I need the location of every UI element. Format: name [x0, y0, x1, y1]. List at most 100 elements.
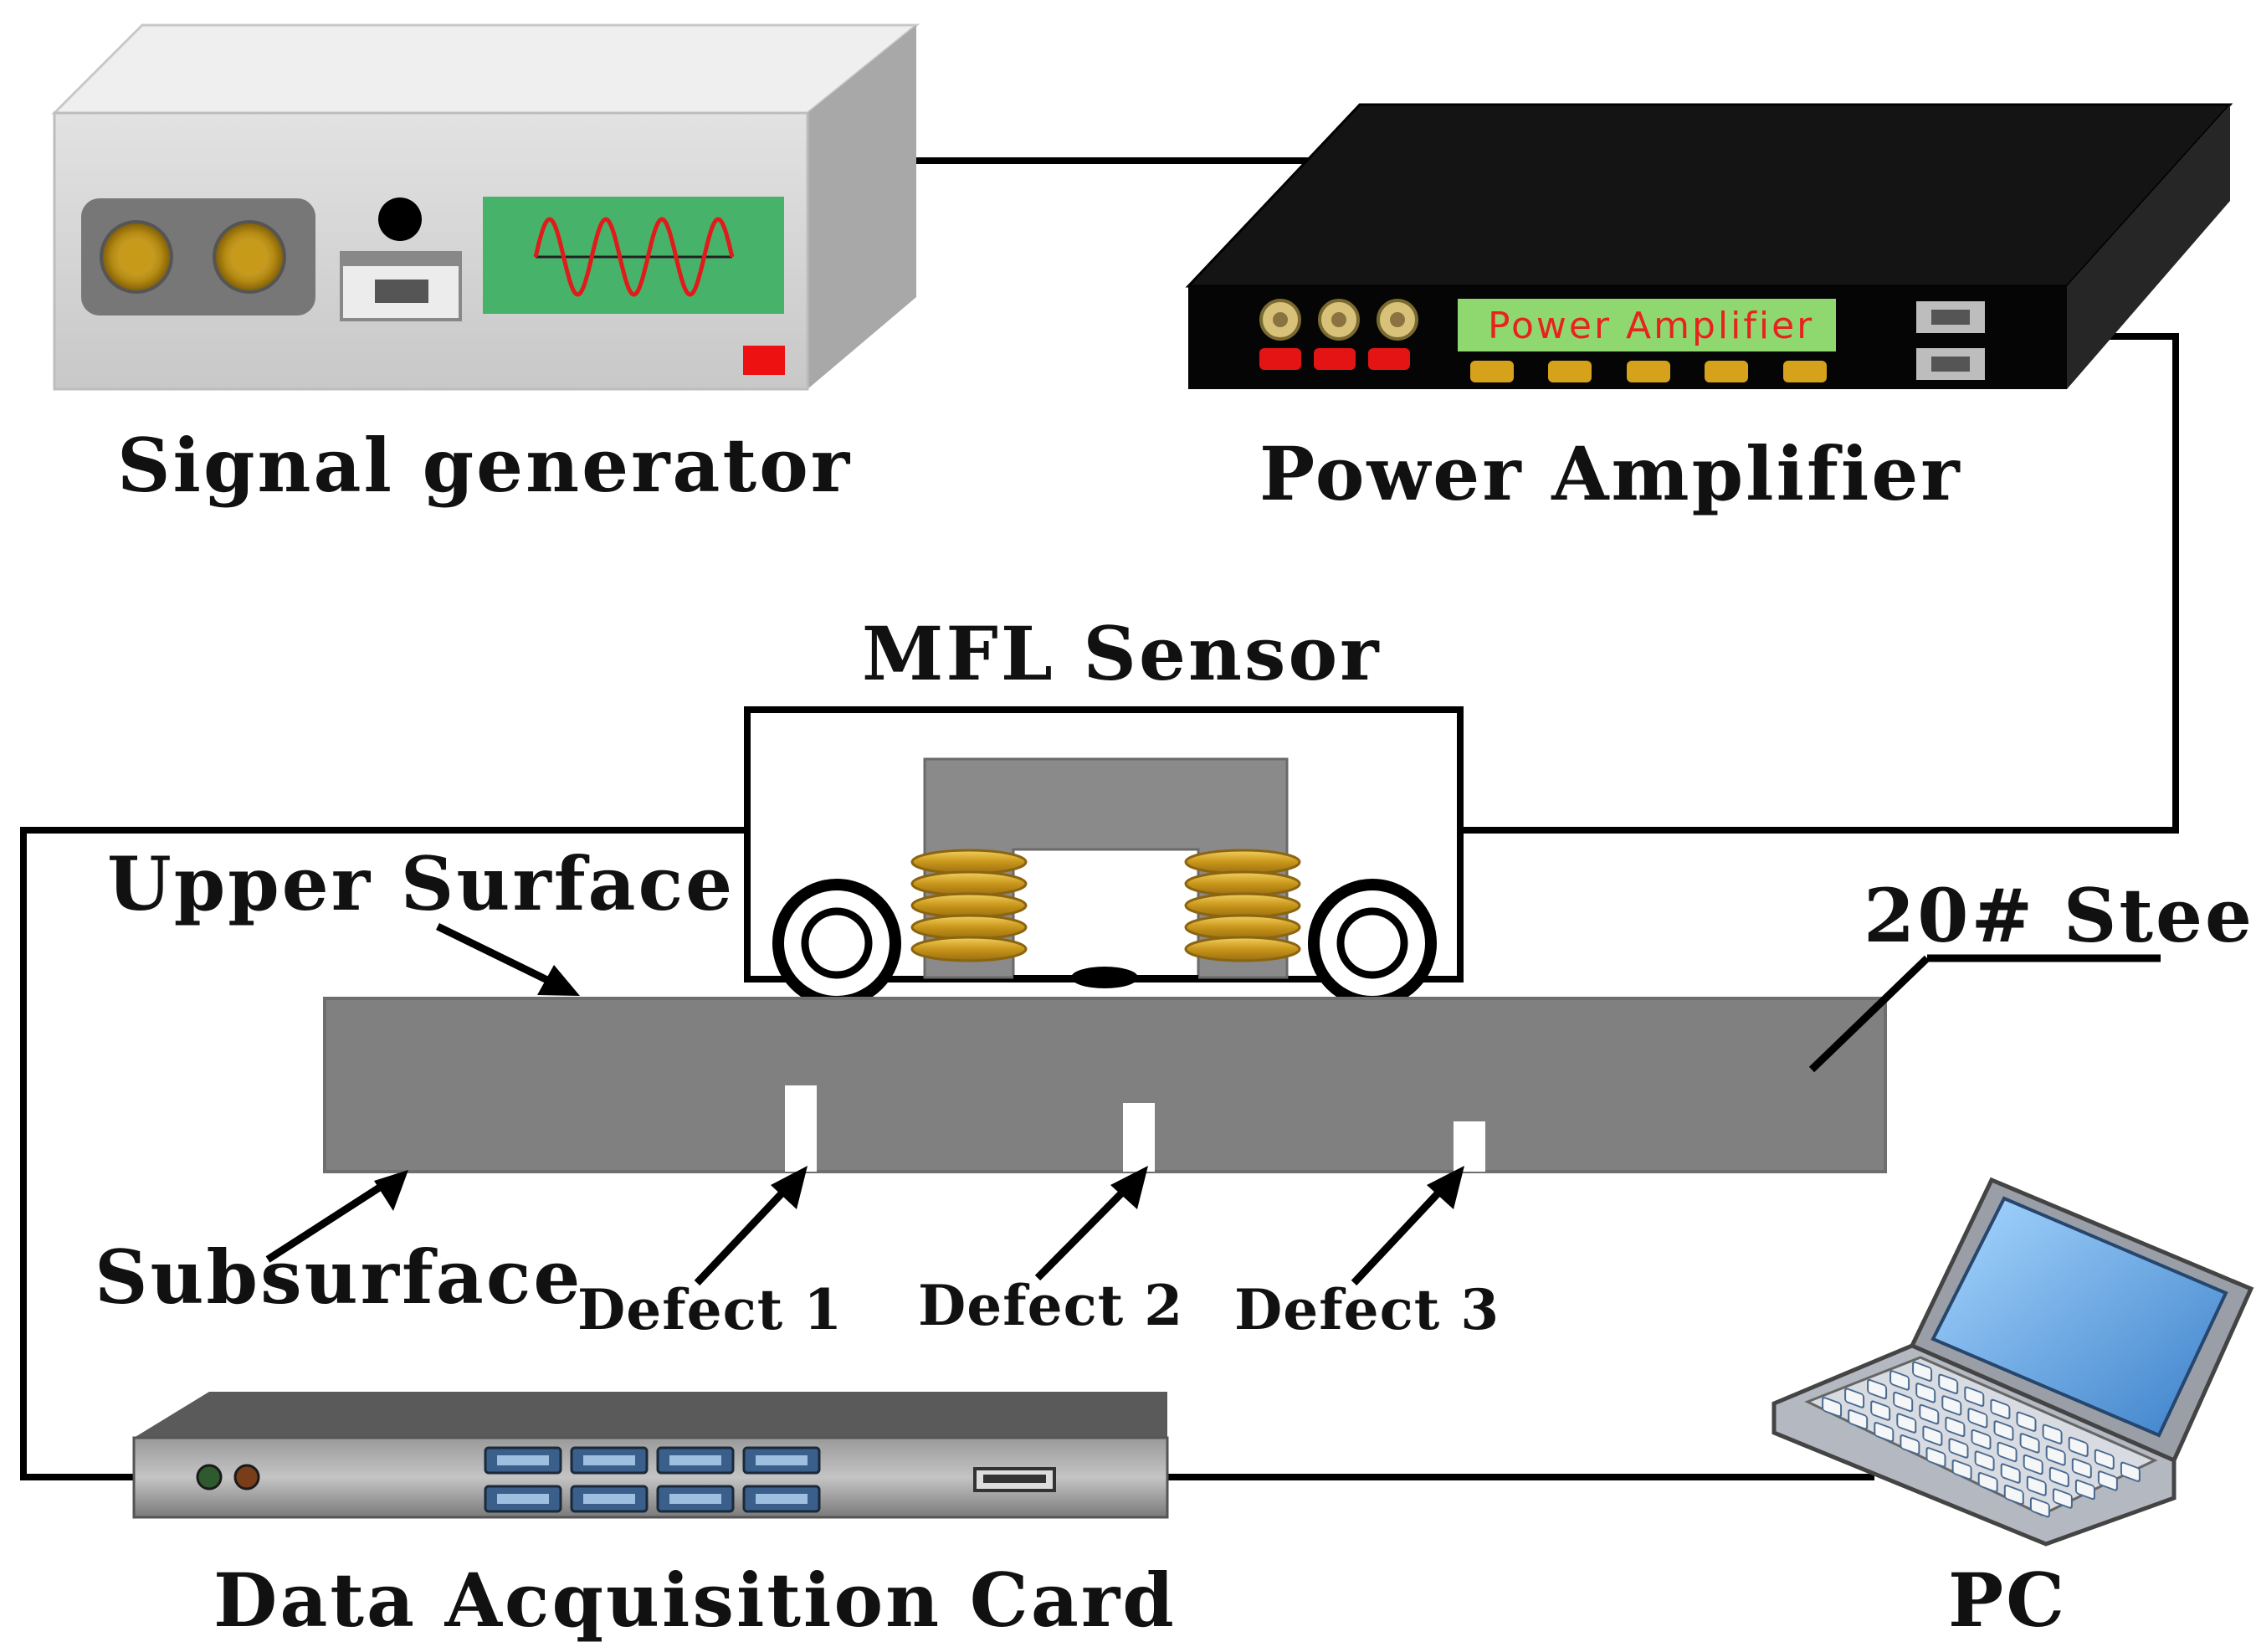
defect-3-arrow-icon [1351, 1166, 1464, 1286]
coil-turn [910, 892, 1028, 919]
key-icon [1993, 1420, 2014, 1441]
key-icon [1971, 1429, 1992, 1450]
key-icon [1870, 1400, 1891, 1421]
led-icon [233, 1464, 260, 1490]
serial-port-pins [669, 1455, 721, 1465]
key-icon [1915, 1383, 1936, 1403]
key-icon [1925, 1447, 1946, 1468]
usb-port-icon [340, 251, 462, 321]
key-icon [1919, 1403, 1940, 1425]
port-icon [1916, 348, 1985, 380]
key-icon [1974, 1450, 1995, 1471]
steel-label: 20# Steel [1864, 872, 2256, 959]
bnc-connector-icon [1259, 299, 1301, 341]
defect-1-arrow-icon [694, 1166, 808, 1286]
connection-wires [20, 157, 2179, 1480]
key-icon [2003, 1485, 2024, 1506]
daq-card-label: Data Acquisition Card [213, 1557, 1177, 1644]
key-icon [2052, 1488, 2073, 1509]
pc-label: PC [1948, 1557, 2067, 1644]
button-icon [1705, 361, 1748, 382]
key-icon [1912, 1361, 1933, 1382]
serial-port-pins [756, 1455, 808, 1465]
coil-turn [1184, 914, 1301, 941]
wire-sensor-daq [20, 827, 747, 1480]
key-icon [2074, 1479, 2095, 1501]
serial-port-pins [669, 1494, 721, 1504]
serial-ports-group [484, 1446, 821, 1513]
key-icon [1893, 1391, 1914, 1413]
key-icon [2071, 1458, 2092, 1479]
signal-generator-label: Signal generator [117, 422, 852, 509]
key-icon [1900, 1434, 1920, 1455]
key-icon [1948, 1438, 1969, 1459]
key-icon [2068, 1436, 2089, 1457]
defect-3-label: Defect 3 [1234, 1277, 1500, 1342]
bnc-connector-icon [213, 220, 286, 294]
steel-leader-line [1808, 954, 2161, 1073]
key-icon [2094, 1449, 2115, 1470]
coil-turn [1184, 849, 1301, 875]
upper-surface-arrow-icon [436, 922, 580, 996]
defect-1-label: Defect 1 [577, 1277, 843, 1342]
mfl-sensor [744, 706, 1464, 1008]
key-icon [1874, 1422, 1895, 1443]
serial-port-pins [497, 1455, 549, 1465]
laptop-icon [1771, 1177, 2254, 1547]
bnc-connector-icon [100, 220, 173, 294]
right-coil-icon [1184, 849, 1301, 962]
generator-top-face [51, 23, 920, 115]
key-icon [2042, 1424, 2063, 1444]
key-icon [2026, 1475, 2047, 1496]
signal-generator-device [51, 23, 920, 391]
mfl-sensor-label: MFL Sensor [862, 610, 1382, 697]
key-icon [2023, 1454, 2043, 1475]
yoke-core [923, 757, 1289, 979]
key-icon [1844, 1388, 1865, 1408]
key-icon [2045, 1445, 2066, 1466]
key-icon [1896, 1413, 1917, 1434]
key-icon [2048, 1466, 2069, 1488]
generator-side-face [808, 25, 916, 389]
upper-surface-label: Upper Surface [107, 840, 735, 927]
coil-turn [910, 914, 1028, 941]
coil-turn [1184, 936, 1301, 962]
steel-plate [323, 997, 1887, 1173]
defect-2-arrow-icon [1034, 1166, 1148, 1281]
defect-1-slot [785, 1085, 817, 1172]
defect-2-slot [1123, 1103, 1155, 1172]
daq-top-face [134, 1392, 1167, 1438]
key-icon [1941, 1395, 1962, 1416]
key-icon [1997, 1441, 2018, 1463]
wire-amplifier-sensor [1460, 333, 2179, 834]
key-icon [1889, 1370, 1910, 1391]
led-icon [196, 1464, 223, 1490]
key-icon [1990, 1398, 2011, 1420]
key-icon [2029, 1497, 2050, 1518]
coil-turn [910, 870, 1028, 897]
usb-slot-icon [973, 1467, 1056, 1492]
data-acquisition-card-device [132, 1392, 1169, 1519]
button-icon [1783, 361, 1827, 382]
key-icon [1945, 1416, 1966, 1438]
sine-wave-icon [533, 217, 735, 297]
left-wheel-icon [772, 879, 901, 1008]
key-icon [1951, 1459, 1972, 1480]
indicator-icon [1259, 348, 1301, 370]
key-icon [2120, 1461, 2141, 1483]
keyboard-keys [1822, 1361, 2141, 1518]
key-icon [2000, 1463, 2021, 1484]
subsurface-label: Subsurface [95, 1234, 582, 1321]
knob-icon [378, 198, 422, 241]
amplifier-top-face [1185, 103, 2233, 288]
key-icon [1964, 1386, 1985, 1407]
amplifier-side-face [2067, 105, 2230, 389]
indicator-icon [1314, 348, 1356, 370]
key-icon [1822, 1397, 1843, 1418]
hall-sensor-icon [1071, 967, 1138, 988]
key-icon [1938, 1373, 1959, 1394]
power-amplifier-label: Power Amplifier [1259, 430, 1962, 517]
subsurface-arrow-icon [265, 1170, 408, 1263]
serial-port-pins [583, 1494, 635, 1504]
right-wheel-icon [1308, 879, 1437, 1008]
